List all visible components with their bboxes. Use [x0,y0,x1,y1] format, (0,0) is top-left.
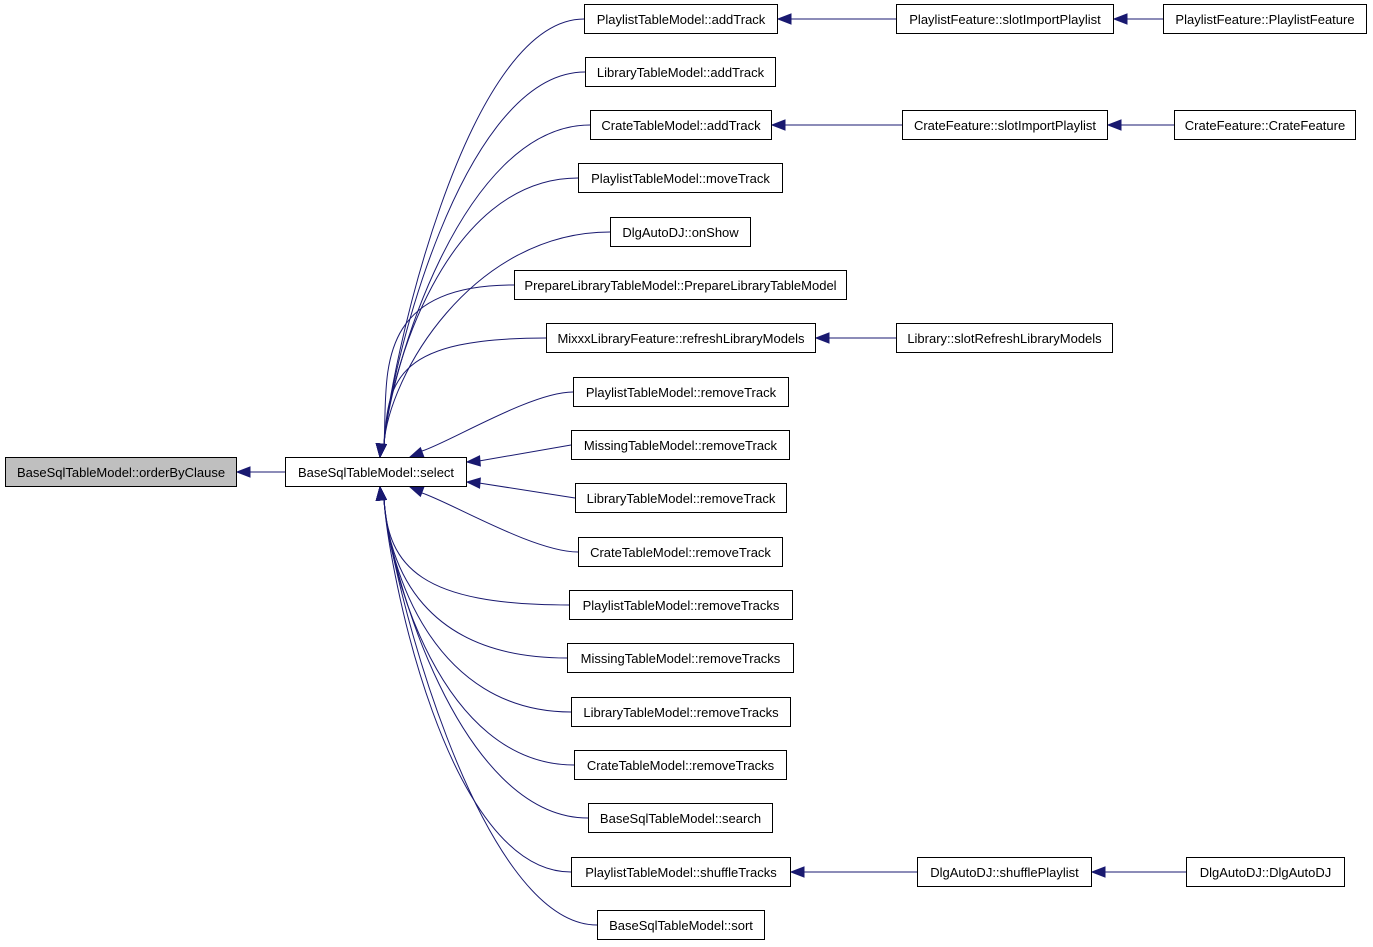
edge-pl_rm-to-select [421,391,574,452]
edge-cr_rm-to-select [421,492,579,553]
edge-plf_ctor-to-plf_import-arrowhead [1112,13,1128,25]
node-crate-removetracks[interactable]: CrateTableModel::removeTracks [574,750,787,780]
node-basesql-search[interactable]: BaseSqlTableModel::search [588,803,773,833]
edge-base_search-to-select [383,498,589,819]
node-preparelibrary-ctor[interactable]: PrepareLibraryTableModel::PrepareLibrary… [514,270,847,300]
edge-base_sort-to-select [383,498,598,926]
edge-crf_ctor-to-crf_import-arrowhead [1106,119,1122,131]
edge-miss_rm-to-select [478,444,572,462]
node-select[interactable]: BaseSqlTableModel::select [285,457,467,487]
node-playlist-movetrack[interactable]: PlaylistTableModel::moveTrack [578,163,783,193]
node-playlist-removetrack[interactable]: PlaylistTableModel::removeTrack [573,377,789,407]
node-crate-removetrack[interactable]: CrateTableModel::removeTrack [578,537,783,567]
edge-pl_add-to-select [383,18,585,446]
edge-lib_add-to-select [383,71,586,446]
node-crate-addtrack[interactable]: CrateTableModel::addTrack [590,110,772,140]
node-dlgautodj-ctor[interactable]: DlgAutoDJ::DlgAutoDJ [1186,857,1345,887]
node-playlistfeature-ctor[interactable]: PlaylistFeature::PlaylistFeature [1163,4,1367,34]
edge-prep_ctor-to-select [383,284,515,446]
node-dlgautodj-shuffleplaylist[interactable]: DlgAutoDJ::shufflePlaylist [917,857,1092,887]
edge-select-to-root-arrowhead [235,466,251,478]
node-root-orderbyclause[interactable]: BaseSqlTableModel::orderByClause [5,457,237,487]
node-missing-removetrack[interactable]: MissingTableModel::removeTrack [571,430,790,460]
edge-lib_rm-to-select [478,482,576,499]
node-library-removetrack[interactable]: LibraryTableModel::removeTrack [575,483,787,513]
node-playlist-addtrack[interactable]: PlaylistTableModel::addTrack [584,4,778,34]
node-playlist-removetracks[interactable]: PlaylistTableModel::removeTracks [569,590,793,620]
edge-mixxx_refresh-to-select [383,337,547,446]
node-basesql-sort[interactable]: BaseSqlTableModel::sort [597,910,765,940]
edge-pl_rm-to-select-arrowhead [408,446,425,458]
edge-mixxx_refresh-to-select-arrowhead [375,442,388,459]
edge-plf_import-to-pl_add-arrowhead [776,13,792,25]
node-playlistfeature-import[interactable]: PlaylistFeature::slotImportPlaylist [896,4,1114,34]
node-cratefeature-ctor[interactable]: CrateFeature::CrateFeature [1174,110,1356,140]
edge-lib_rms-to-select [383,498,572,713]
node-library-slotrefresh[interactable]: Library::slotRefreshLibraryModels [896,323,1113,353]
node-dlgautodj-onshow[interactable]: DlgAutoDJ::onShow [610,217,751,247]
edge-dlg_onshow-to-select [383,231,611,446]
edge-pl_move-to-select [383,177,579,446]
edge-crf_import-to-cr_add-arrowhead [770,119,786,131]
edge-dlg_ctor-to-dlg_shuffle-arrowhead [1090,866,1106,878]
node-missing-removetracks[interactable]: MissingTableModel::removeTracks [567,643,794,673]
edge-dlg_shuffle-to-pl_shuffle-arrowhead [789,866,805,878]
edge-miss_rm-to-select-arrowhead [465,455,481,467]
edge-pl_shuffle-to-select [383,498,572,873]
edge-cr_rm-to-select-arrowhead [408,486,425,498]
node-library-removetracks[interactable]: LibraryTableModel::removeTracks [571,697,791,727]
edge-lib_slot-to-mixxx_refresh-arrowhead [814,332,830,344]
node-playlist-shuffletracks[interactable]: PlaylistTableModel::shuffleTracks [571,857,791,887]
edge-base_sort-to-select-arrowhead [375,485,388,502]
node-cratefeature-import[interactable]: CrateFeature::slotImportPlaylist [902,110,1108,140]
edge-miss_rms-to-select [383,498,568,659]
edge-lib_rm-to-select-arrowhead [465,477,481,489]
node-mixxx-refresh[interactable]: MixxxLibraryFeature::refreshLibraryModel… [546,323,816,353]
node-library-addtrack[interactable]: LibraryTableModel::addTrack [585,57,776,87]
